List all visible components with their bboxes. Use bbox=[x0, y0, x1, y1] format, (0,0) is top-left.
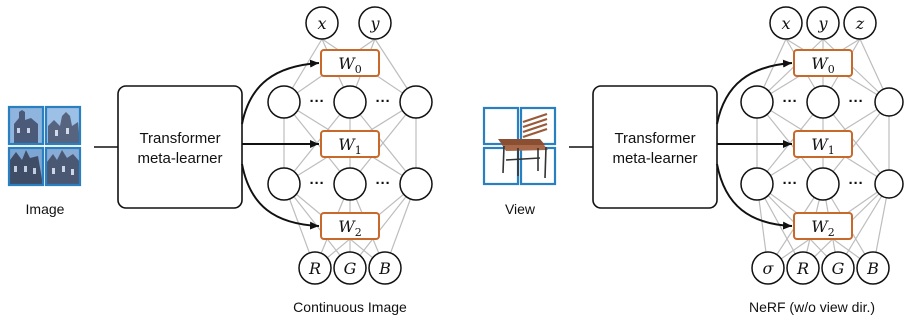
hidden-node bbox=[399, 167, 433, 201]
building-photo-icon bbox=[7, 105, 82, 187]
hidden-node bbox=[874, 169, 904, 199]
svg-text:W2: W2 bbox=[811, 217, 834, 239]
svg-text:W2: W2 bbox=[338, 217, 361, 239]
transformer-meta-learner-box bbox=[117, 85, 243, 209]
weight-subscript: 0 bbox=[828, 63, 835, 76]
input-node: y bbox=[806, 6, 840, 40]
hidden-ellipsis: ··· bbox=[849, 93, 864, 110]
panel-caption: NeRF (w/o view dir.) bbox=[749, 299, 875, 315]
chair-render-icon bbox=[482, 106, 557, 186]
weight-symbol: W bbox=[811, 135, 829, 154]
input-node-label: y bbox=[369, 14, 380, 33]
output-node-label: R bbox=[796, 259, 809, 278]
weight-subscript: 1 bbox=[355, 144, 362, 157]
weight-box-w0: W0 bbox=[320, 49, 380, 77]
output-node-label: B bbox=[378, 259, 391, 278]
hidden-ellipsis: ··· bbox=[849, 175, 864, 192]
arrow-to-w0 bbox=[716, 59, 793, 125]
input-caption: Image bbox=[26, 201, 65, 217]
hidden-node bbox=[740, 85, 774, 119]
hidden-ellipsis: ··· bbox=[376, 93, 391, 110]
weight-box-w0: W0 bbox=[793, 49, 853, 77]
learner-label-line2: meta-learner bbox=[612, 150, 697, 167]
svg-text:W1: W1 bbox=[338, 135, 361, 157]
right-panel: View Transformer meta-learner x y bbox=[482, 6, 904, 315]
weight-box-w2: W2 bbox=[793, 212, 853, 240]
weight-symbol: W bbox=[338, 54, 356, 73]
input-node: x bbox=[769, 6, 803, 40]
hidden-node bbox=[267, 167, 301, 201]
weight-subscript: 2 bbox=[355, 226, 362, 239]
input-node: y bbox=[358, 6, 392, 40]
hidden-ellipsis: ··· bbox=[310, 93, 325, 110]
hidden-ellipsis: ··· bbox=[310, 175, 325, 192]
input-node-label: y bbox=[817, 14, 828, 33]
panel-caption: Continuous Image bbox=[293, 299, 407, 315]
weight-symbol: W bbox=[811, 217, 829, 236]
input-node: z bbox=[843, 6, 877, 40]
weight-symbol: W bbox=[811, 54, 829, 73]
output-node-label: R bbox=[308, 259, 321, 278]
output-node: G bbox=[821, 251, 855, 285]
hidden-node bbox=[806, 167, 840, 201]
hidden-node bbox=[267, 85, 301, 119]
weight-subscript: 1 bbox=[828, 144, 835, 157]
output-node: B bbox=[856, 251, 890, 285]
input-node-label: x bbox=[317, 14, 326, 33]
svg-text:W0: W0 bbox=[811, 54, 834, 76]
output-node: B bbox=[368, 251, 402, 285]
weight-symbol: W bbox=[338, 217, 356, 236]
learner-label-line1: Transformer bbox=[139, 130, 220, 147]
transformer-meta-learner-box bbox=[592, 85, 718, 209]
hidden-node bbox=[740, 167, 774, 201]
output-node: R bbox=[786, 251, 820, 285]
output-node-label: G bbox=[832, 259, 845, 278]
input-caption: View bbox=[505, 201, 536, 217]
input-node: x bbox=[305, 6, 339, 40]
hidden-ellipsis: ··· bbox=[783, 175, 798, 192]
hidden-ellipsis: ··· bbox=[376, 175, 391, 192]
weight-box-w1: W1 bbox=[793, 130, 853, 158]
output-node-label: σ bbox=[763, 259, 775, 278]
learner-label-line2: meta-learner bbox=[137, 150, 222, 167]
arrow-to-w2 bbox=[716, 163, 793, 230]
hidden-node bbox=[333, 85, 367, 119]
hidden-node bbox=[333, 167, 367, 201]
weight-box-w2: W2 bbox=[320, 212, 380, 240]
svg-text:W0: W0 bbox=[338, 54, 361, 76]
output-node: G bbox=[333, 251, 367, 285]
learner-label-line1: Transformer bbox=[614, 130, 695, 147]
hidden-node bbox=[874, 87, 904, 117]
weight-subscript: 0 bbox=[355, 63, 362, 76]
input-node-label: z bbox=[855, 14, 865, 33]
output-node-label: G bbox=[344, 259, 357, 278]
hidden-ellipsis: ··· bbox=[783, 93, 798, 110]
output-node: R bbox=[298, 251, 332, 285]
left-panel: Image Transformer meta-learner x y bbox=[7, 6, 433, 315]
weight-symbol: W bbox=[338, 135, 356, 154]
output-node-label: B bbox=[866, 259, 879, 278]
hidden-node bbox=[806, 85, 840, 119]
arrow-to-w0 bbox=[241, 59, 320, 125]
svg-text:W1: W1 bbox=[811, 135, 834, 157]
hidden-node bbox=[399, 85, 433, 119]
arrow-to-w2 bbox=[241, 163, 320, 230]
weight-subscript: 2 bbox=[828, 226, 835, 239]
output-node: σ bbox=[751, 251, 785, 285]
input-node-label: x bbox=[781, 14, 790, 33]
weight-box-w1: W1 bbox=[320, 130, 380, 158]
